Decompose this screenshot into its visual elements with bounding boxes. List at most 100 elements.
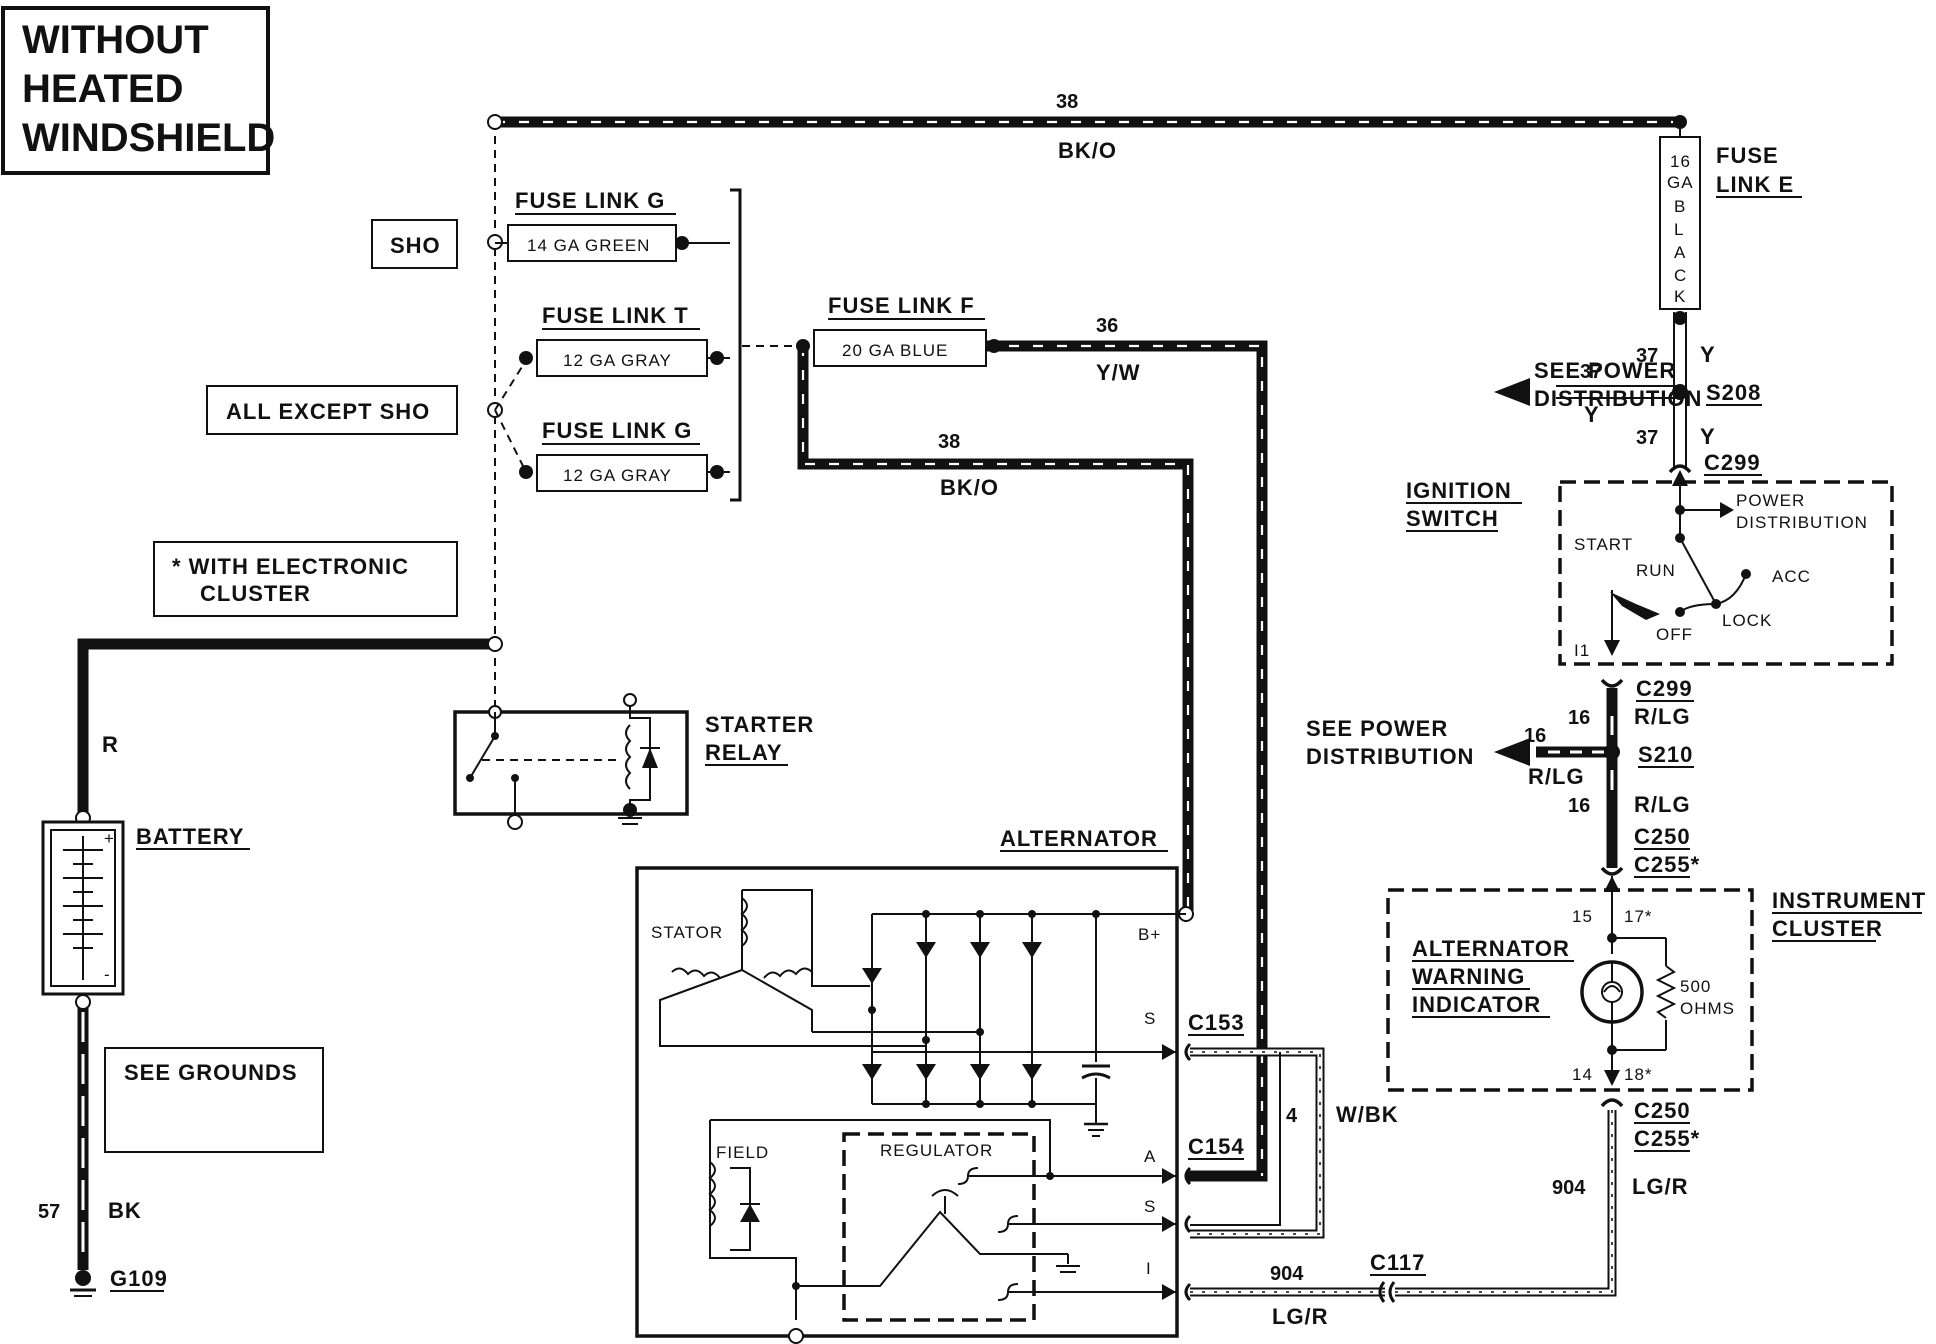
terminal-a: A <box>1144 1147 1156 1166</box>
stator-label: STATOR <box>651 923 723 942</box>
svg-text:16: 16 <box>1524 725 1546 747</box>
svg-text:14 GA GREEN: 14 GA GREEN <box>527 236 650 255</box>
svg-text:BK/O: BK/O <box>1058 138 1117 163</box>
alternator: ALTERNATOR STATOR <box>635 826 1426 1344</box>
svg-text:12 GA GRAY: 12 GA GRAY <box>563 466 672 485</box>
ignition-switch: SEE POWER DISTRIBUTION S208 C299 IGNITIO… <box>1306 358 1894 878</box>
fuse-link-e: 16 GA B L A C K FUSE LINK E <box>1659 122 1802 325</box>
svg-text:FUSE LINK T: FUSE LINK T <box>542 303 689 328</box>
svg-text:FUSE LINK G: FUSE LINK G <box>542 418 692 443</box>
hatched-wires <box>1190 312 1687 1297</box>
alternator-label: ALTERNATOR <box>1000 826 1158 851</box>
svg-text:Y/W: Y/W <box>1096 360 1141 385</box>
svg-text:36: 36 <box>1096 315 1118 337</box>
c299-bottom-label: C299 <box>1636 676 1693 701</box>
battery-label: BATTERY <box>136 824 244 849</box>
see-grounds-label: SEE GROUNDS <box>124 1060 298 1085</box>
svg-text:37: 37 <box>1636 345 1658 367</box>
ignition-switch-label-1: IGNITION <box>1406 478 1512 503</box>
terminal-s1: S <box>1144 1009 1156 1028</box>
s210-label: S210 <box>1638 742 1693 767</box>
svg-text:FUSE: FUSE <box>1716 143 1779 168</box>
svg-text:R: R <box>102 732 119 757</box>
svg-text:GA: GA <box>1667 173 1694 192</box>
instrument-cluster-label-1: INSTRUMENT <box>1772 888 1926 913</box>
instrument-cluster: INSTRUMENT CLUSTER ALTERNATOR WARNING IN… <box>1386 876 1926 1152</box>
title-line-2: HEATED <box>22 67 183 111</box>
fuse-link-t: FUSE LINK T 12 GA GRAY <box>519 303 730 377</box>
svg-text:57: 57 <box>38 1201 60 1223</box>
c255-a-label: C255* <box>1634 852 1700 877</box>
svg-text:Y: Y <box>1700 424 1716 449</box>
see-power-2-line-2: DISTRIBUTION <box>1306 744 1474 769</box>
resistor-unit: OHMS <box>1680 999 1735 1018</box>
title-line-3: WINDSHIELD <box>22 116 275 160</box>
svg-text:37: 37 <box>1580 361 1602 383</box>
i1-label: I1 <box>1574 641 1590 660</box>
svg-text:R/LG: R/LG <box>1634 704 1691 729</box>
svg-text:+: + <box>104 829 115 848</box>
svg-text:20 GA BLUE: 20 GA BLUE <box>842 341 948 360</box>
c250-a-label: C250 <box>1634 824 1691 849</box>
svg-text:Y: Y <box>1584 402 1600 427</box>
svg-text:38: 38 <box>938 431 960 453</box>
variant-labels: SHO ALL EXCEPT SHO * WITH ELECTRONIC CLU… <box>104 219 458 1153</box>
lock-label: LOCK <box>1722 611 1772 630</box>
svg-text:B: B <box>1674 197 1686 216</box>
svg-text:-: - <box>104 965 111 984</box>
pin-14: 14 <box>1572 1065 1593 1084</box>
c250-b-label: C250 <box>1634 1098 1691 1123</box>
off-label: OFF <box>1656 625 1693 644</box>
title-line-1: WITHOUT <box>22 18 209 62</box>
g109-label: G109 <box>110 1266 168 1291</box>
terminal-b-plus: B+ <box>1138 925 1161 944</box>
c154-label: C154 <box>1188 1134 1245 1159</box>
svg-text:38: 38 <box>1056 91 1078 113</box>
wire-36 <box>985 340 1268 1182</box>
ignition-switch-label-2: SWITCH <box>1406 506 1499 531</box>
svg-text:FUSE LINK F: FUSE LINK F <box>828 293 975 318</box>
fuse-bus <box>487 114 1687 712</box>
fuse-link-f: FUSE LINK F 20 GA BLUE <box>796 293 1001 367</box>
s208-label: S208 <box>1706 380 1761 405</box>
starter-relay-label-1: STARTER <box>705 712 814 737</box>
svg-text:12 GA GRAY: 12 GA GRAY <box>563 351 672 370</box>
svg-text:R/LG: R/LG <box>1634 792 1691 817</box>
svg-text:L: L <box>1674 220 1684 239</box>
svg-text:BK: BK <box>108 1198 142 1223</box>
terminal-i: I <box>1146 1259 1152 1278</box>
sho-label: SHO <box>390 233 441 258</box>
warning-indicator-3: INDICATOR <box>1412 992 1541 1017</box>
regulator-label: REGULATOR <box>880 1141 993 1160</box>
svg-text:K: K <box>1674 287 1686 306</box>
svg-text:37: 37 <box>1636 427 1658 449</box>
fuse-link-g-bottom: FUSE LINK G 12 GA GRAY <box>519 418 730 492</box>
fuse-link-g-top: FUSE LINK G 14 GA GREEN <box>495 188 730 262</box>
footnote-line-1: * WITH ELECTRONIC <box>172 554 409 579</box>
run-label: RUN <box>1636 561 1676 580</box>
svg-text:R/LG: R/LG <box>1528 764 1585 789</box>
instrument-cluster-label-2: CLUSTER <box>1772 916 1883 941</box>
all-except-sho-label: ALL EXCEPT SHO <box>226 399 430 424</box>
svg-text:BK/O: BK/O <box>940 475 999 500</box>
svg-text:FUSE LINK G: FUSE LINK G <box>515 188 665 213</box>
terminal-s2: S <box>1144 1197 1156 1216</box>
wire-904-vertical <box>1395 1110 1617 1297</box>
svg-text:W/BK: W/BK <box>1336 1102 1399 1127</box>
resistor-value: 500 <box>1680 977 1711 996</box>
wire-labels: 38 BK/O 36 Y/W 38 BK/O 37 Y 37 Y 37 Y 16… <box>38 91 1716 1329</box>
starter-relay: STARTER RELAY <box>453 693 814 830</box>
acc-label: ACC <box>1772 567 1811 586</box>
svg-text:904: 904 <box>1270 1263 1304 1285</box>
svg-text:A: A <box>1674 243 1686 262</box>
title-block: WITHOUT HEATED WINDSHIELD <box>1 6 275 175</box>
svg-text:16: 16 <box>1568 707 1590 729</box>
warning-indicator-1: ALTERNATOR <box>1412 936 1570 961</box>
see-power-2-line-1: SEE POWER <box>1306 716 1448 741</box>
warning-indicator-2: WARNING <box>1412 964 1525 989</box>
c255-b-label: C255* <box>1634 1126 1700 1151</box>
wire-37-power <box>1556 385 1680 399</box>
svg-text:LINK E: LINK E <box>1716 172 1794 197</box>
svg-text:16: 16 <box>1670 152 1691 171</box>
